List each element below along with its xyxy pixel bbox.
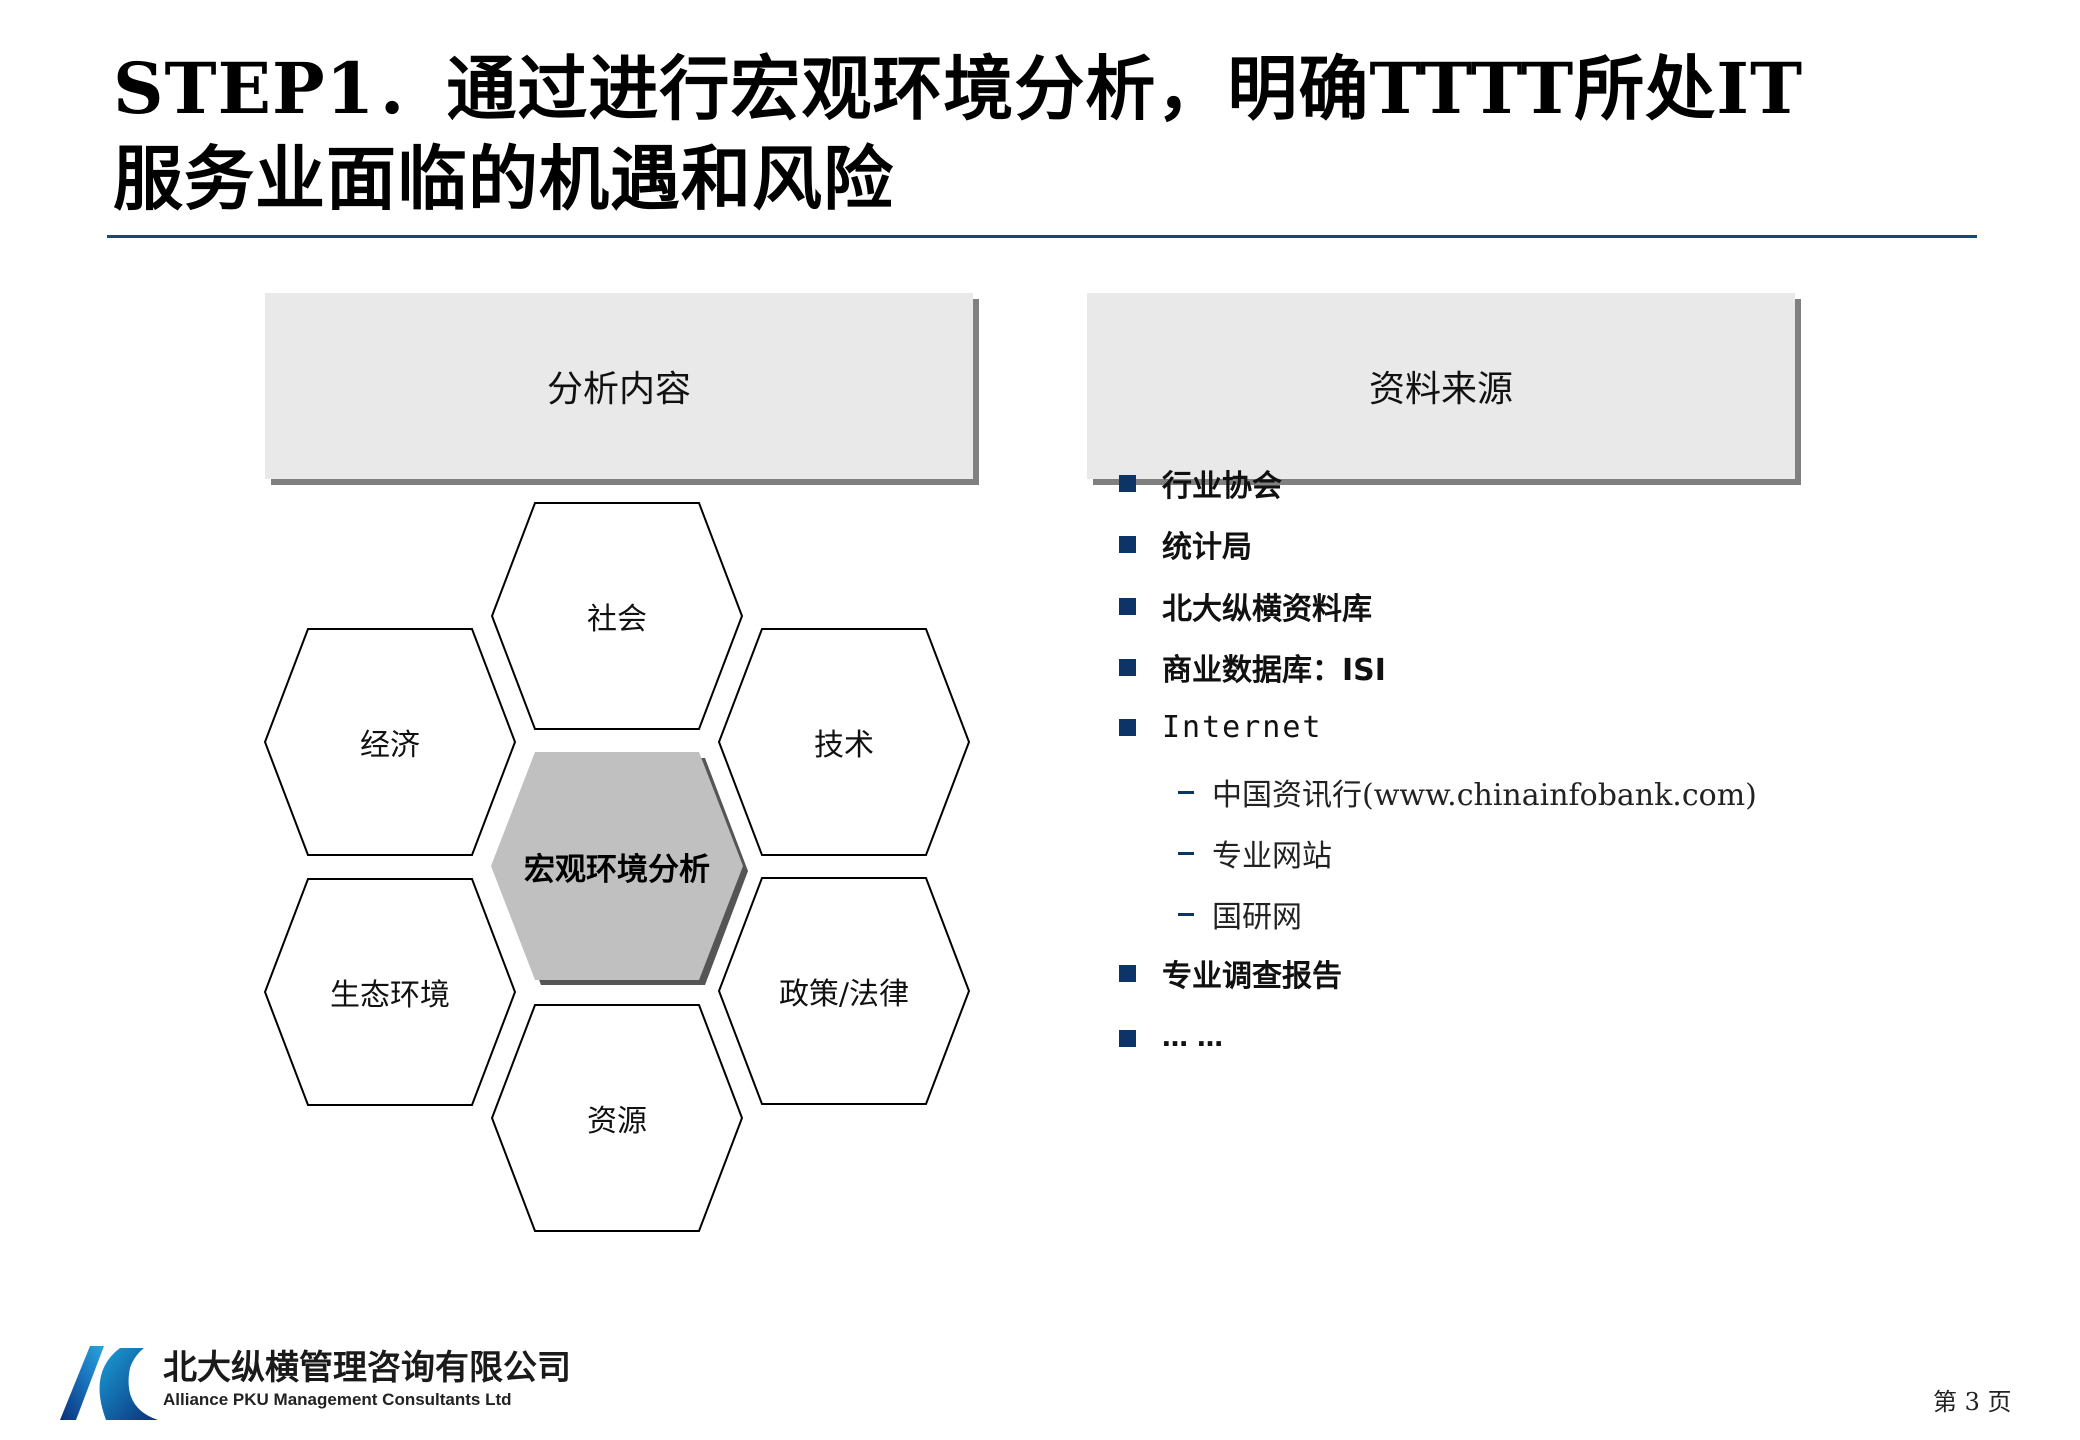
hexagon-resources: 资源 — [490, 1004, 744, 1232]
company-logo-icon — [60, 1346, 158, 1420]
header-analysis-content: 分析内容 — [265, 293, 973, 479]
square-bullet-icon — [1119, 658, 1136, 676]
square-bullet-icon — [1119, 964, 1136, 982]
list-item: 专业调查报告 — [1119, 953, 1342, 994]
header-analysis-content-label: 分析内容 — [546, 369, 691, 410]
hexagon-shape — [490, 1004, 744, 1232]
hexagon-shape — [263, 628, 517, 856]
list-item: 统计局 — [1119, 524, 1252, 565]
square-bullet-icon — [1119, 1029, 1136, 1047]
company-name-chinese: 北大纵横管理咨询有限公司 — [163, 1348, 571, 1388]
title-divider — [107, 235, 1977, 238]
hexagon-technology: 技术 — [717, 628, 971, 856]
hexagon-label: 经济 — [360, 728, 420, 763]
hexagon-label: 资源 — [587, 1104, 647, 1139]
dash-bullet-icon — [1178, 912, 1194, 916]
square-bullet-icon — [1119, 474, 1136, 492]
page-number: 第 3 页 — [1933, 1388, 2012, 1416]
list-item: 商业数据库：ISI — [1119, 647, 1386, 688]
hexagon-label: 政策/法律 — [778, 977, 910, 1012]
slide-title: STEP1．通过进行宏观环境分析，明确TTTT所处IT 服务业面临的机遇和风险 — [113, 47, 1804, 220]
hexagon-ecology: 生态环境 — [263, 878, 517, 1106]
square-bullet-icon — [1119, 597, 1136, 615]
hexagon-shape — [491, 752, 748, 985]
hexagon-shape — [717, 628, 971, 856]
sub-list-item: 中国资讯行(www.chinainfobank.com) — [1178, 772, 1757, 813]
hexagon-shape — [717, 877, 971, 1105]
hexagon-label: 社会 — [587, 602, 647, 637]
hexagon-society: 社会 — [490, 502, 744, 730]
dash-bullet-icon — [1178, 790, 1194, 794]
square-bullet-icon — [1119, 718, 1136, 736]
hexagon-economy: 经济 — [263, 628, 517, 856]
sub-list-item: 国研网 — [1178, 894, 1302, 935]
list-item: 行业协会 — [1119, 463, 1282, 504]
hexagon-macro-environment-analysis: 宏观环境分析 — [491, 752, 748, 985]
hexagon-label: 生态环境 — [330, 978, 450, 1013]
hexagon-shape — [263, 878, 517, 1106]
header-data-sources-label: 资料来源 — [1368, 369, 1513, 410]
list-item: 北大纵横资料库 — [1119, 586, 1372, 627]
hexagon-shape — [490, 502, 744, 730]
dash-bullet-icon — [1178, 851, 1194, 855]
header-data-sources: 资料来源 — [1087, 293, 1795, 479]
list-item: … … — [1119, 1018, 1223, 1058]
company-logo: 北大纵横管理咨询有限公司 Alliance PKU Management Con… — [60, 1340, 571, 1422]
square-bullet-icon — [1119, 535, 1136, 553]
hexagon-policy-law: 政策/法律 — [717, 877, 971, 1105]
company-name-english: Alliance PKU Management Consultants Ltd — [163, 1390, 512, 1409]
hexagon-label: 宏观环境分析 — [524, 851, 710, 888]
hexagon-label: 技术 — [814, 728, 874, 763]
sub-list-item: 专业网站 — [1178, 833, 1332, 874]
list-item: Internet — [1119, 707, 1323, 747]
